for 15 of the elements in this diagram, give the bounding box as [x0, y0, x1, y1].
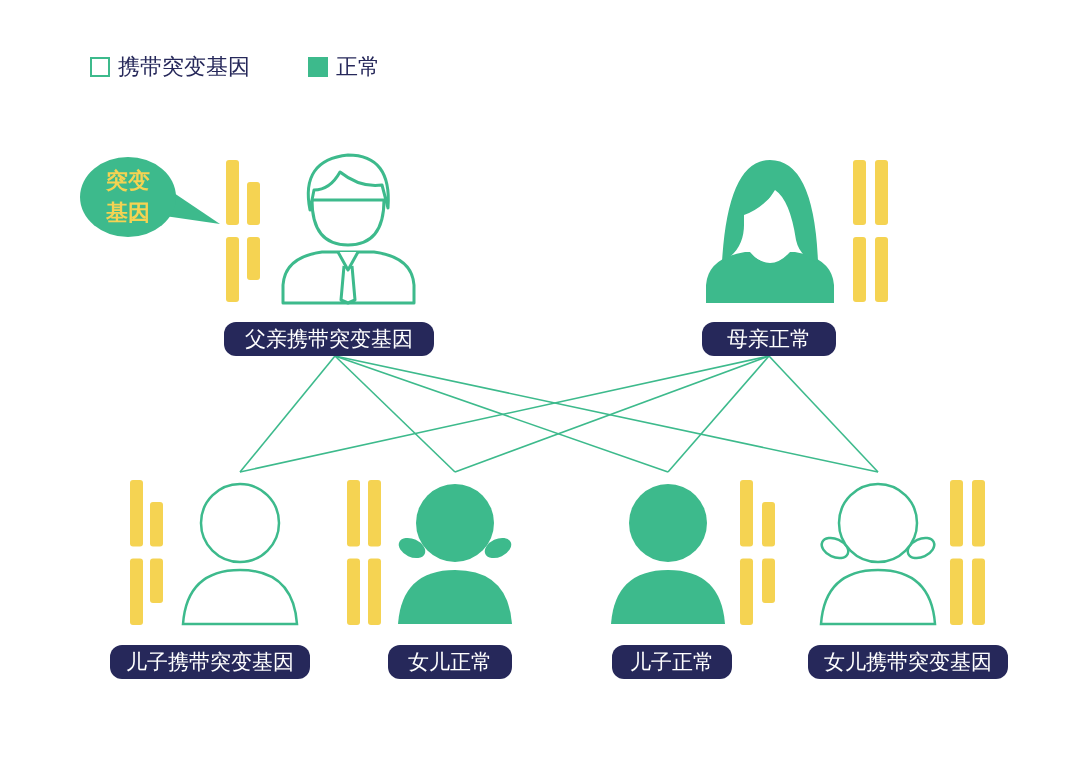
- connector-line: [454, 355, 770, 473]
- legend-text: 正常: [336, 53, 380, 81]
- connector-line: [334, 355, 879, 473]
- name-tag: 父亲携带突变基因: [224, 322, 434, 356]
- connector-line: [667, 355, 770, 473]
- name-tag: 女儿携带突变基因: [808, 645, 1008, 679]
- name-tag: 女儿正常: [388, 645, 512, 679]
- legend-text: 携带突变基因: [118, 53, 250, 81]
- name-tag: 母亲正常: [702, 322, 836, 356]
- name-tag: 儿子正常: [612, 645, 732, 679]
- connector-line: [768, 355, 879, 473]
- name-tag: 儿子携带突变基因: [110, 645, 310, 679]
- connector-line: [239, 355, 336, 473]
- connector-line: [334, 355, 669, 473]
- connector-line: [334, 355, 456, 473]
